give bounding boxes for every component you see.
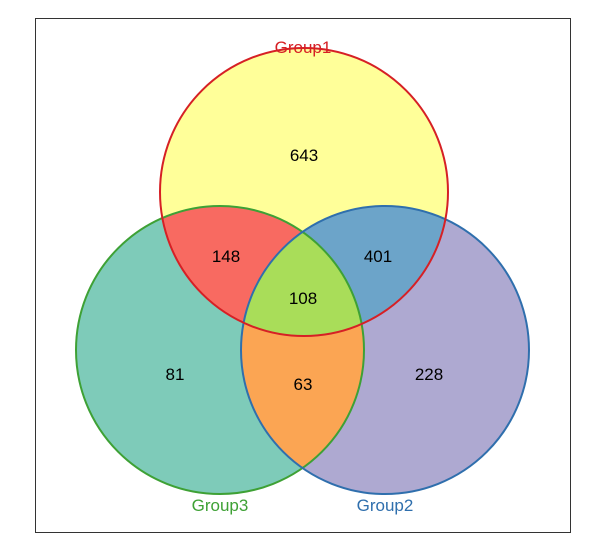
count-group2-only: 228: [415, 365, 443, 384]
group3-label: Group3: [192, 496, 249, 515]
group2-label: Group2: [357, 496, 414, 515]
group3-outline: [75, 205, 365, 495]
count-group2-group3: 63: [294, 375, 313, 394]
group1-label: Group1: [275, 38, 332, 57]
count-group1-group3: 148: [212, 247, 240, 266]
count-group1-only: 643: [290, 146, 318, 165]
group1-outline: [159, 47, 449, 337]
group2-outline: [240, 205, 530, 495]
count-group1-group2: 401: [364, 247, 392, 266]
region-all-groups: [241, 206, 364, 336]
count-all-groups: 108: [289, 289, 317, 308]
count-group3-only: 81: [166, 365, 185, 384]
